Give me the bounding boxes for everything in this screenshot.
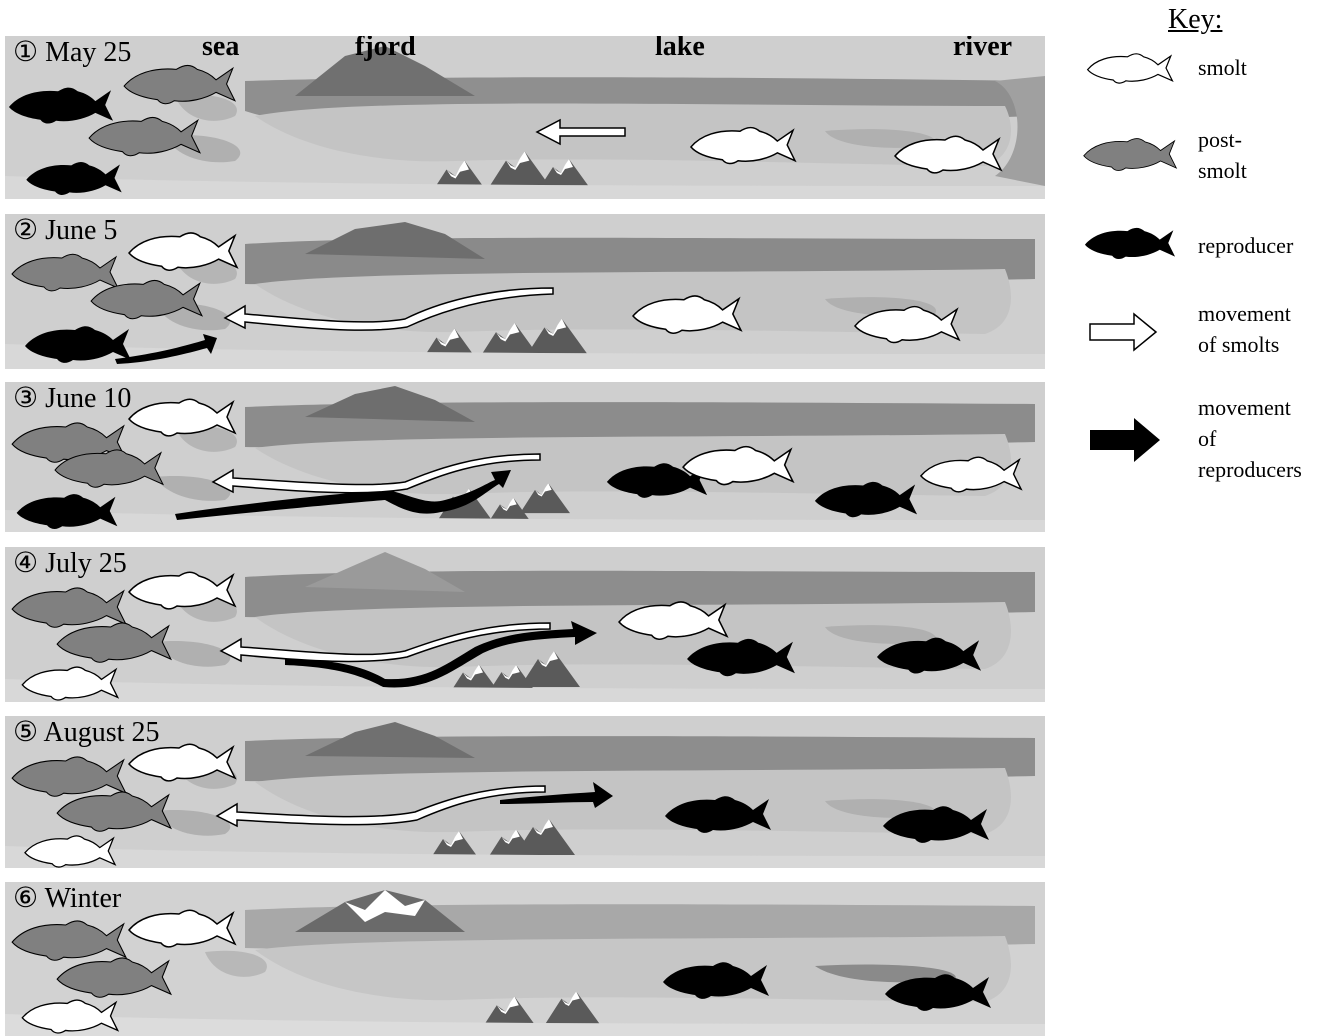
post-smolt-fish-icon xyxy=(57,958,171,997)
panel-winter: ⑥ Winter xyxy=(5,882,1045,1036)
reproducer-fish-icon xyxy=(877,638,981,674)
key-label-post-smolt-2: smolt xyxy=(1198,155,1247,186)
reproducer-fish-icon xyxy=(9,88,113,124)
post-smolt-fish-icon xyxy=(91,280,202,318)
fish-layer xyxy=(5,36,1045,199)
smolt-fish-icon xyxy=(129,910,235,947)
reproducer-movement-arrow-icon xyxy=(1088,416,1168,464)
post-smolt-fish-icon xyxy=(12,757,126,796)
reproducer-fish-icon xyxy=(665,796,771,833)
fish-layer xyxy=(5,214,1045,369)
reproducer-fish-icon xyxy=(815,482,917,517)
post-smolt-icon xyxy=(1080,134,1180,174)
reproducer-movement-arrow-icon xyxy=(115,334,217,364)
smolt-fish-icon xyxy=(691,128,795,164)
post-smolt-fish-icon xyxy=(12,588,126,627)
reproducer-fish-icon xyxy=(17,494,118,529)
reproducer-fish-icon xyxy=(885,974,991,1011)
key-title: Key: xyxy=(1168,4,1222,36)
reproducer-fish-icon xyxy=(687,639,795,676)
smolt-fish-icon xyxy=(895,136,1001,173)
key-item-post-smolt: post- smolt xyxy=(1080,124,1330,188)
fish-layer xyxy=(5,716,1045,868)
smolt-fish-icon xyxy=(129,572,235,609)
panel-may-25: ① May 25 sea fjord lake river xyxy=(5,36,1045,199)
reproducer-icon xyxy=(1080,224,1180,264)
smolt-icon xyxy=(1080,50,1180,86)
key-item-reproducer-movement: movement of reproducers xyxy=(1080,392,1330,488)
key-item-smolt-movement: movement of smolts xyxy=(1080,298,1330,362)
key-label-reproducer-movement-2: of xyxy=(1198,423,1216,454)
fish-layer xyxy=(5,547,1045,702)
key-item-reproducer: reproducer xyxy=(1080,224,1330,264)
key-item-smolt: smolt xyxy=(1080,48,1330,88)
panel-august-25: ⑤ August 25 xyxy=(5,716,1045,868)
reproducer-fish-icon xyxy=(663,962,769,999)
smolt-movement-arrow-icon xyxy=(217,786,545,826)
smolt-movement-arrow-icon xyxy=(537,120,625,144)
post-smolt-fish-icon xyxy=(12,254,118,291)
reproducer-fish-icon xyxy=(25,326,131,363)
panel-july-25: ④ July 25 xyxy=(5,547,1045,702)
key-label-smolt-movement-2: of smolts xyxy=(1198,329,1279,360)
key-label-smolt: smolt xyxy=(1198,52,1247,83)
smolt-fish-icon xyxy=(855,307,959,343)
key-label-reproducer-movement-1: movement xyxy=(1198,392,1291,423)
smolt-fish-icon xyxy=(25,836,115,867)
smolt-movement-arrow-icon xyxy=(1088,312,1168,352)
smolt-fish-icon xyxy=(22,667,117,700)
fish-layer xyxy=(5,382,1045,532)
panel-june-10: ③ June 10 xyxy=(5,382,1045,532)
smolt-fish-icon xyxy=(129,399,235,436)
post-smolt-fish-icon xyxy=(12,921,126,960)
smolt-movement-arrow-icon xyxy=(225,288,553,330)
post-smolt-fish-icon xyxy=(89,117,200,155)
smolt-fish-icon xyxy=(633,296,741,333)
reproducer-fish-icon xyxy=(883,806,989,843)
fish-layer xyxy=(5,882,1045,1036)
smolt-fish-icon xyxy=(129,233,237,270)
smolt-fish-icon xyxy=(22,1000,117,1033)
smolt-fish-icon xyxy=(129,744,235,781)
key-label-post-smolt-1: post- xyxy=(1198,124,1242,155)
smolt-fish-icon xyxy=(619,602,727,639)
reproducer-fish-icon xyxy=(26,162,121,195)
key-label-smolt-movement-1: movement xyxy=(1198,298,1291,329)
post-smolt-fish-icon xyxy=(57,623,171,662)
smolt-fish-icon xyxy=(921,457,1021,492)
post-smolt-fish-icon xyxy=(124,65,235,103)
key-label-reproducer: reproducer xyxy=(1198,230,1293,261)
reproducer-movement-arrow-icon xyxy=(500,782,613,808)
panel-june-5: ② June 5 xyxy=(5,214,1045,369)
key-label-reproducer-movement-3: reproducers xyxy=(1198,454,1302,485)
post-smolt-fish-icon xyxy=(57,792,171,831)
